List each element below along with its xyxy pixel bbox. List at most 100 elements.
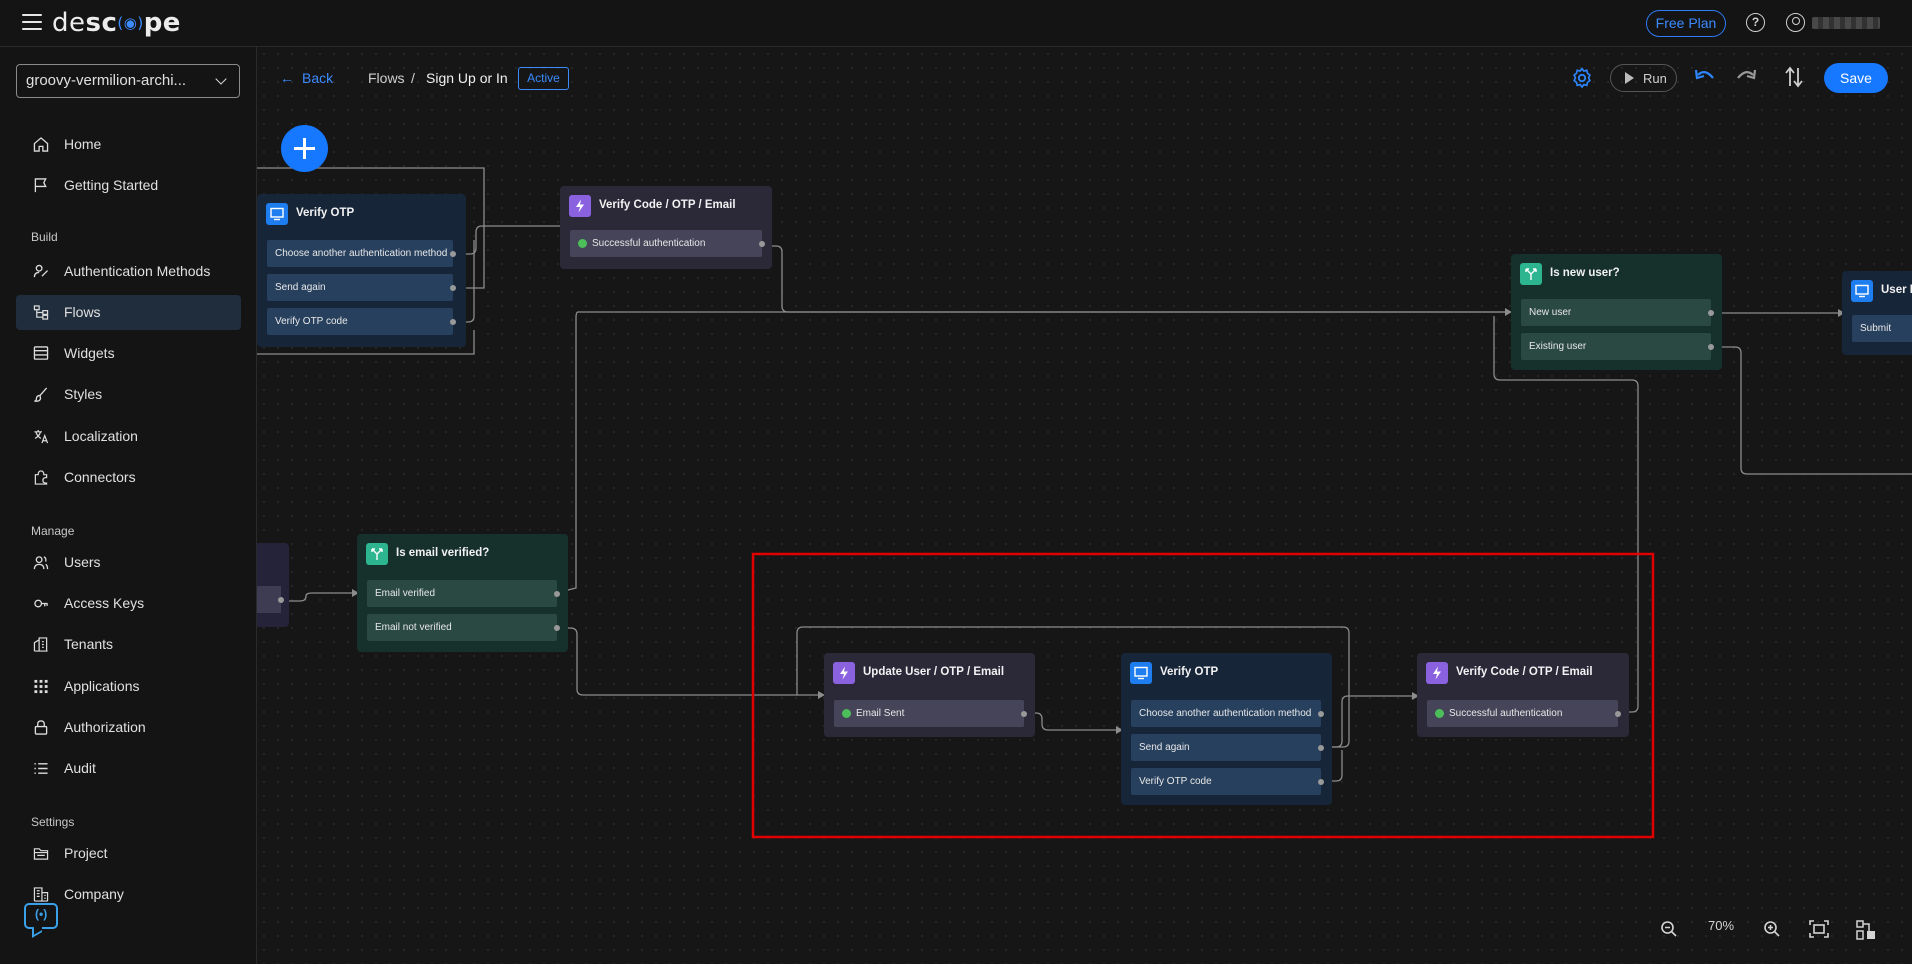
descope-logo[interactable]: desc(◉)pe	[52, 8, 181, 38]
flow-node-partial[interactable]	[257, 543, 289, 627]
sidebar-item-access-keys[interactable]: Access Keys	[16, 586, 241, 621]
output-port[interactable]	[554, 591, 560, 597]
output-port[interactable]	[450, 251, 456, 257]
puzzle-icon	[34, 470, 48, 485]
sidebar-item-company[interactable]: Company	[16, 877, 241, 912]
sidebar-item-label: Authentication Methods	[64, 263, 211, 279]
sidebar-item-label: Users	[64, 554, 101, 570]
zoom-out-icon[interactable]	[1660, 920, 1678, 938]
flow-node-user-info[interactable]: User InSubmit	[1842, 271, 1912, 355]
output-port[interactable]	[1708, 310, 1714, 316]
back-button[interactable]: ←Back	[280, 70, 333, 86]
node-output[interactable]: New user	[1521, 299, 1711, 326]
node-output[interactable]: Successful authentication	[1427, 700, 1618, 727]
chat-support-button[interactable]: (•)	[24, 903, 58, 929]
lock-icon	[34, 720, 48, 735]
sidebar-item-localization[interactable]: Localization	[16, 419, 241, 454]
node-output[interactable]: Send again	[1131, 734, 1321, 761]
sidebar-item-project[interactable]: Project	[16, 836, 241, 871]
output-port[interactable]	[450, 285, 456, 291]
run-button[interactable]: Run	[1610, 64, 1677, 92]
node-output[interactable]: Email verified	[367, 580, 557, 607]
sidebar-item-label: Getting Started	[64, 177, 159, 193]
node-output[interactable]: Choose another authentication method	[1131, 700, 1321, 727]
node-output[interactable]	[257, 586, 281, 613]
node-output[interactable]: Email Sent	[834, 700, 1024, 727]
node-output[interactable]: Successful authentication	[570, 230, 762, 257]
add-node-button[interactable]	[281, 125, 328, 172]
back-label: Back	[302, 70, 334, 86]
save-button[interactable]: Save	[1824, 63, 1888, 93]
node-output[interactable]: Submit	[1852, 315, 1912, 342]
node-output-label: Send again	[1139, 742, 1190, 753]
sidebar: groovy-vermilion-archi...	[0, 47, 257, 964]
node-output-label: Verify OTP code	[275, 316, 348, 327]
flow-canvas[interactable]	[257, 47, 1912, 964]
output-port[interactable]	[1615, 711, 1621, 717]
node-output-label: Send again	[275, 282, 326, 293]
output-port[interactable]	[1318, 745, 1324, 751]
building-icon	[33, 637, 48, 652]
output-port[interactable]	[278, 597, 284, 603]
node-output[interactable]: Verify OTP code	[267, 308, 453, 335]
node-title: Is new user?	[1550, 267, 1620, 279]
sidebar-item-getting-started[interactable]: Getting Started	[16, 168, 241, 203]
sidebar-item-label: Access Keys	[64, 595, 145, 611]
node-output[interactable]: Existing user	[1521, 333, 1711, 360]
sidebar-item-users[interactable]: Users	[16, 545, 241, 580]
sidebar-item-home[interactable]: Home	[16, 127, 241, 162]
sidebar-item-applications[interactable]: Applications	[16, 669, 241, 704]
sidebar-item-tenants[interactable]: Tenants	[16, 627, 241, 662]
free-plan-button[interactable]: Free Plan	[1646, 10, 1726, 37]
zoom-in-icon[interactable]	[1763, 920, 1781, 938]
output-port[interactable]	[1708, 344, 1714, 350]
grid-icon	[34, 679, 48, 694]
list-icon	[34, 763, 48, 774]
node-output-label: Submit	[1860, 323, 1892, 334]
node-output[interactable]: Verify OTP code	[1131, 768, 1321, 795]
output-port[interactable]	[1021, 711, 1027, 717]
auto-layout-icon[interactable]	[1856, 920, 1876, 940]
redo-icon[interactable]	[1735, 68, 1757, 86]
output-port[interactable]	[450, 319, 456, 325]
sidebar-item-widgets[interactable]: Widgets	[16, 336, 241, 371]
breadcrumb-flows[interactable]: Flows	[368, 70, 405, 86]
node-title: Update User / OTP / Email	[863, 666, 1005, 678]
undo-icon[interactable]	[1694, 68, 1716, 86]
sidebar-item-authentication-methods[interactable]: Authentication Methods	[16, 254, 241, 289]
node-output[interactable]: Choose another authentication method	[267, 240, 453, 267]
sidebar-item-label: Audit	[64, 760, 96, 776]
project-selector[interactable]: groovy-vermilion-archi...	[16, 64, 240, 98]
sidebar-item-flows[interactable]: Flows	[16, 295, 241, 330]
sidebar-item-styles[interactable]: Styles	[16, 377, 241, 412]
sidebar-item-label: Localization	[64, 428, 138, 444]
sidebar-item-authorization[interactable]: Authorization	[16, 710, 241, 745]
user-account-icon[interactable]	[1786, 13, 1805, 32]
sidebar-item-label: Home	[64, 136, 102, 152]
node-output[interactable]: Email not verified	[367, 614, 557, 641]
node-output[interactable]: Send again	[267, 274, 453, 301]
output-port[interactable]	[759, 241, 765, 247]
section-build: Build	[31, 230, 58, 244]
settings-gear-icon[interactable]	[1571, 67, 1593, 89]
sort-arrows-icon[interactable]	[1785, 66, 1803, 88]
help-icon[interactable]: ?	[1746, 13, 1765, 32]
output-port[interactable]	[554, 625, 560, 631]
screen-icon	[1851, 280, 1873, 302]
output-port[interactable]	[1318, 779, 1324, 785]
output-port[interactable]	[1318, 711, 1324, 717]
fit-view-icon[interactable]	[1809, 920, 1829, 938]
sidebar-item-connectors[interactable]: Connectors	[16, 460, 241, 495]
sidebar-item-audit[interactable]: Audit	[16, 751, 241, 786]
user-name-redacted[interactable]	[1812, 17, 1880, 29]
menu-icon[interactable]	[22, 14, 42, 30]
play-icon	[1625, 72, 1634, 84]
check-icon	[842, 709, 851, 718]
